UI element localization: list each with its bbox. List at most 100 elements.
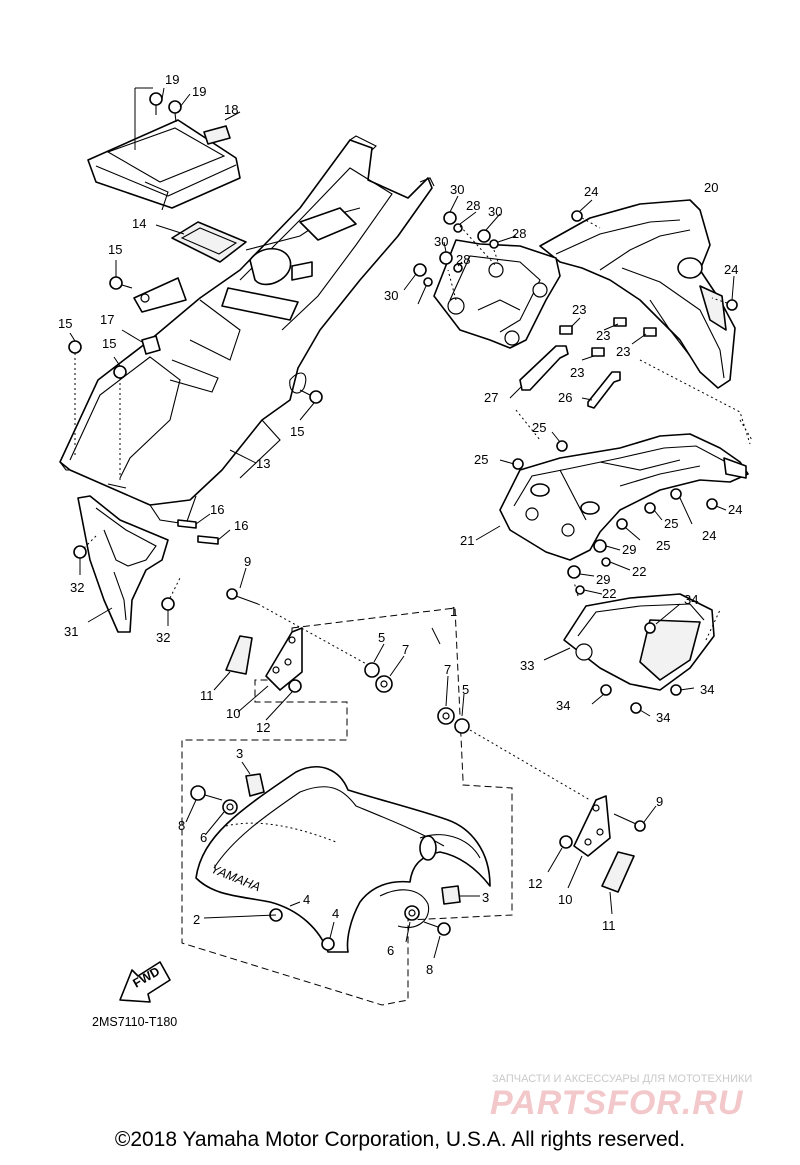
rear-fender-13 bbox=[59, 135, 435, 525]
grommet-23-a bbox=[559, 325, 573, 335]
callout-7: 7 bbox=[444, 662, 451, 677]
callout-30: 30 bbox=[384, 288, 398, 303]
callout-32: 32 bbox=[156, 630, 170, 645]
callout-19: 19 bbox=[192, 84, 206, 99]
callout-15: 15 bbox=[58, 316, 72, 331]
callout-23: 23 bbox=[572, 302, 586, 317]
washer-12-right bbox=[559, 835, 573, 849]
screw-32-b bbox=[161, 577, 181, 611]
callout-28: 28 bbox=[466, 198, 480, 213]
callout-29: 29 bbox=[596, 572, 610, 587]
callout-29: 29 bbox=[622, 542, 636, 557]
callout-15: 15 bbox=[108, 242, 122, 257]
callout-6: 6 bbox=[200, 830, 207, 845]
screw-24-d bbox=[706, 498, 718, 510]
callout-18: 18 bbox=[224, 102, 238, 117]
screw-34-b bbox=[600, 684, 612, 696]
collar-5-left bbox=[364, 662, 380, 678]
callout-11: 11 bbox=[602, 918, 616, 933]
callout-22: 22 bbox=[602, 586, 616, 601]
callout-3: 3 bbox=[482, 890, 489, 905]
bracket-10-left bbox=[265, 627, 303, 691]
screw-34-d bbox=[670, 684, 682, 696]
callout-34: 34 bbox=[700, 682, 714, 697]
screw-25-c bbox=[644, 502, 656, 514]
cover-11-right bbox=[601, 851, 635, 893]
callout-23: 23 bbox=[570, 365, 584, 380]
tail-bracket bbox=[433, 239, 561, 349]
callout-16: 16 bbox=[210, 502, 224, 517]
bolt-15-a bbox=[109, 276, 133, 290]
collar-6-right bbox=[404, 905, 420, 921]
stay-27 bbox=[519, 345, 569, 391]
callout-10: 10 bbox=[226, 706, 240, 721]
bolt-15-d bbox=[299, 389, 323, 404]
screw-25-b bbox=[556, 440, 568, 452]
bracket-10-right bbox=[573, 795, 611, 857]
callout-8: 8 bbox=[178, 818, 185, 833]
callout-30: 30 bbox=[488, 204, 502, 219]
callout-30: 30 bbox=[434, 234, 448, 249]
callout-24: 24 bbox=[702, 528, 716, 543]
callout-17: 17 bbox=[100, 312, 114, 327]
bolt-8-right bbox=[423, 921, 451, 936]
grommet-23-c bbox=[643, 327, 657, 337]
callout-14: 14 bbox=[132, 216, 146, 231]
callout-32: 32 bbox=[70, 580, 84, 595]
callout-27: 27 bbox=[484, 390, 498, 405]
fwd-arrow bbox=[119, 961, 171, 1003]
callout-31: 31 bbox=[64, 624, 78, 639]
grommet-30-d bbox=[413, 263, 427, 277]
grommet-7-right bbox=[437, 707, 455, 725]
bolt-15-c bbox=[113, 365, 127, 480]
callout-21: 21 bbox=[460, 533, 474, 548]
stay-26 bbox=[587, 371, 621, 409]
collar-28-b bbox=[489, 239, 499, 249]
collar-28-c bbox=[453, 263, 463, 273]
bolt-8-left bbox=[190, 785, 223, 801]
copyright-notice: ©2018 Yamaha Motor Corporation, U.S.A. A… bbox=[114, 1128, 686, 1151]
cover-11-left bbox=[225, 635, 253, 675]
callout-28: 28 bbox=[456, 252, 470, 267]
collar-17 bbox=[141, 335, 161, 355]
clip-3-left bbox=[245, 773, 265, 797]
callout-28: 28 bbox=[512, 226, 526, 241]
callout-4: 4 bbox=[332, 906, 339, 921]
grommet-23-d bbox=[591, 347, 605, 357]
callout-20: 20 bbox=[704, 180, 718, 195]
washer-4-b bbox=[321, 937, 335, 951]
screw-34-a bbox=[644, 622, 656, 634]
collar-28-d bbox=[423, 277, 433, 287]
grommet-30-a bbox=[443, 211, 457, 225]
callout-26: 26 bbox=[558, 390, 572, 405]
callout-25: 25 bbox=[664, 516, 678, 531]
callout-34: 34 bbox=[684, 592, 698, 607]
splash-flap-31 bbox=[77, 495, 169, 633]
callout-5: 5 bbox=[378, 630, 385, 645]
callout-34: 34 bbox=[656, 710, 670, 725]
screw-34-c bbox=[630, 702, 642, 714]
clip-16-a bbox=[177, 519, 197, 529]
callout-4: 4 bbox=[303, 892, 310, 907]
collar-22-a bbox=[601, 557, 611, 567]
bracket-21 bbox=[499, 433, 749, 561]
housing-33 bbox=[563, 593, 715, 691]
collar-5-right bbox=[454, 718, 470, 734]
collar-6-left bbox=[222, 799, 238, 815]
callout-5: 5 bbox=[462, 682, 469, 697]
callout-33: 33 bbox=[520, 658, 534, 673]
bolt-19-left bbox=[149, 92, 163, 115]
callout-24: 24 bbox=[724, 262, 738, 277]
callout-1: 1 bbox=[450, 604, 457, 619]
callout-15: 15 bbox=[102, 336, 116, 351]
collar-22-b bbox=[575, 585, 585, 595]
callout-25: 25 bbox=[656, 538, 670, 553]
grommet-29-b bbox=[567, 565, 581, 579]
tool-tray bbox=[87, 119, 241, 211]
clip-3-right bbox=[441, 885, 461, 905]
clip-16-b bbox=[197, 535, 219, 545]
watermark-brand: PARTSFOR.RU bbox=[490, 1084, 744, 1122]
callout-30: 30 bbox=[450, 182, 464, 197]
callout-25: 25 bbox=[474, 452, 488, 467]
grommet-30-c bbox=[439, 251, 453, 265]
